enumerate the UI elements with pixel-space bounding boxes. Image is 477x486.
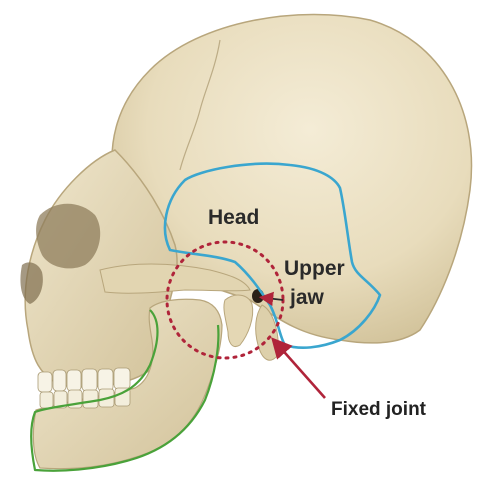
label-upper-jaw-line2: jaw [290, 287, 324, 309]
mandible-condyle [224, 295, 253, 346]
eye-socket [36, 204, 100, 269]
label-upper-jaw-line1: Upper [284, 258, 345, 280]
ear-canal [252, 289, 264, 303]
fixed-joint-arrow [278, 345, 325, 398]
label-head: Head [208, 207, 259, 229]
label-fixed-joint: Fixed joint [331, 400, 426, 420]
